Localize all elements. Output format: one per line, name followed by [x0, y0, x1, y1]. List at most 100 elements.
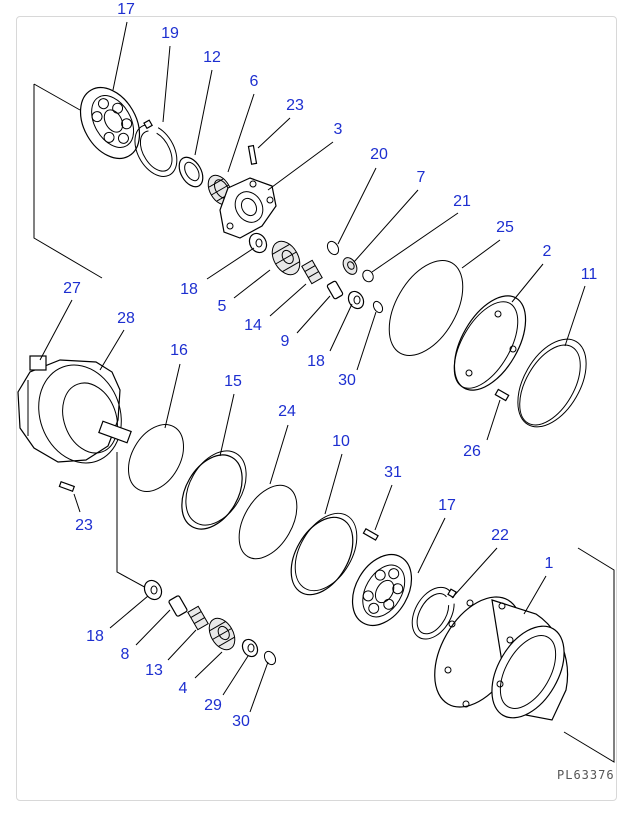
part-28-motor-housing [17, 355, 132, 464]
leader-line-c25 [461, 239, 501, 269]
leader-line-c21 [371, 212, 459, 273]
callout-labels: 1719126233207212521118514918302627281615… [39, 1, 597, 730]
part-23-pin-upper [247, 144, 258, 165]
callout-c21: 21 [453, 193, 471, 210]
part-26-bolt [494, 388, 510, 402]
drawing-code: PL63376 [557, 768, 615, 782]
part-3-carrier-plate [219, 177, 277, 239]
leader-line-c9 [296, 295, 331, 334]
callout-c13: 13 [145, 662, 163, 679]
leader-line-c30a [356, 311, 377, 371]
callout-c18b: 18 [307, 353, 325, 370]
guide-lines [33, 83, 615, 763]
leader-line-c17a [112, 21, 128, 91]
callout-c8: 8 [121, 646, 130, 663]
part-18-washer-b [347, 290, 365, 310]
callout-c10: 10 [332, 433, 350, 450]
leader-line-c13 [167, 629, 197, 661]
leader-line-c31 [374, 484, 393, 531]
leader-line-c6 [227, 93, 255, 173]
callout-c18a: 18 [180, 281, 198, 298]
callout-c17b: 17 [438, 497, 456, 514]
callout-c5: 5 [218, 298, 227, 315]
leader-line-c5 [233, 269, 271, 299]
part-14-pinion [301, 259, 323, 285]
part-18-washer-c [143, 579, 163, 601]
leader-line-c28 [99, 329, 125, 371]
leader-line-c18a [206, 247, 255, 280]
leader-line-c11 [564, 285, 586, 347]
part-10-floating-seal [290, 512, 358, 596]
leader-line-c19 [162, 45, 171, 123]
leader-line-c8 [135, 609, 171, 646]
part-22-snap-ring [411, 586, 457, 640]
part-9-shaft [326, 280, 344, 300]
part-4-gear [208, 617, 236, 651]
callout-c28: 28 [117, 310, 135, 327]
leader-line-c23a [257, 117, 291, 149]
callout-c7: 7 [417, 169, 426, 186]
part-21-snap-ring [362, 269, 374, 283]
part-17-bearing-upper [79, 87, 141, 159]
callout-c3: 3 [334, 121, 343, 138]
part-5-gear [271, 240, 301, 276]
callout-c23b: 23 [75, 517, 93, 534]
leader-line-c24 [269, 424, 289, 485]
leader-line-c17b [417, 517, 446, 574]
part-1-hub [434, 596, 569, 721]
part-29-washer [241, 638, 259, 658]
part-17-bearing-lower [351, 554, 413, 626]
leader-line-c20 [337, 167, 377, 245]
leader-line-c22 [451, 547, 498, 599]
part-25-o-ring [388, 260, 464, 356]
part-8-shaft [168, 595, 188, 617]
callout-c6: 6 [250, 73, 259, 90]
leader-line-c2 [511, 263, 544, 303]
part-2-cover [453, 295, 527, 391]
part-30-snap-ring-b [263, 650, 277, 666]
part-7-gear [342, 257, 358, 275]
callout-c27: 27 [63, 280, 81, 297]
leader-line-c15 [219, 393, 235, 457]
leader-line-c10 [324, 453, 343, 515]
leader-line-c23b [73, 493, 81, 513]
leader-line-c27 [39, 299, 73, 361]
callout-c12: 12 [203, 49, 221, 66]
part-13-pinion [187, 605, 209, 631]
leader-line-c18c [109, 595, 149, 629]
callout-c14: 14 [244, 317, 262, 334]
leader-line-c18b [329, 303, 353, 352]
callout-c4: 4 [179, 680, 188, 697]
part-31-pin [362, 527, 379, 541]
callout-c16: 16 [170, 342, 188, 359]
callout-c23a: 23 [286, 97, 304, 114]
leader-line-c3 [267, 141, 334, 191]
callout-c30a: 30 [338, 372, 356, 389]
callout-c1: 1 [545, 555, 554, 572]
part-11-snap-ring [517, 338, 587, 428]
callout-c15: 15 [224, 373, 242, 390]
part-18-washer-a [248, 232, 268, 254]
callout-c25: 25 [496, 219, 514, 236]
callout-c18c: 18 [86, 628, 104, 645]
callout-c22: 22 [491, 527, 509, 544]
part-23-pin-lower [58, 480, 76, 492]
callout-c29: 29 [204, 697, 222, 714]
callout-c26: 26 [463, 443, 481, 460]
callout-c24: 24 [278, 403, 296, 420]
part-15-seal-ring [181, 450, 247, 530]
callout-c2: 2 [543, 243, 552, 260]
callout-c9: 9 [281, 333, 290, 350]
leader-line-c7 [353, 189, 419, 263]
leader-line-c30b [249, 661, 269, 713]
leader-line-c1 [523, 575, 547, 615]
callout-c19: 19 [161, 25, 179, 42]
callout-c31: 31 [384, 464, 402, 481]
callout-c20: 20 [370, 146, 388, 163]
part-30-snap-ring-a [372, 300, 384, 314]
leader-line-c16 [164, 363, 181, 429]
callout-c30b: 30 [232, 713, 250, 730]
leader-line-c12 [194, 69, 213, 156]
leader-line-c29 [222, 655, 249, 696]
